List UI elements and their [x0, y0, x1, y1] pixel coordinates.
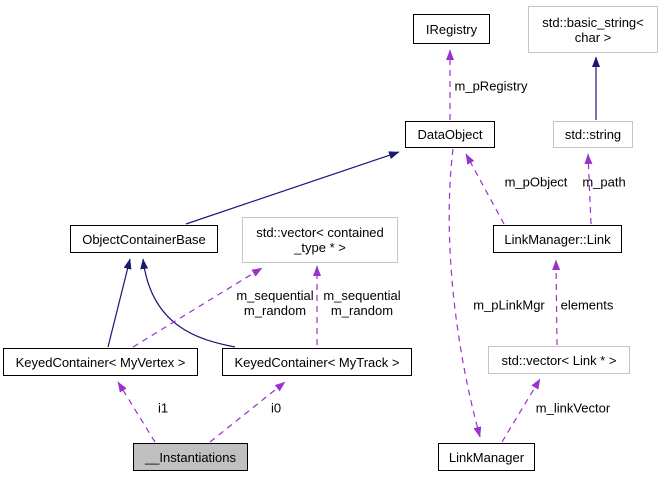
edge-objectcontainerbase-to-dataobject — [185, 151, 400, 225]
edge-label-sequential-random-left: m_sequential m_random — [236, 288, 314, 318]
node-std-string: std::string — [553, 121, 633, 148]
edge-myvertex-to-objectcontainerbase — [107, 258, 132, 348]
edge-label-i0: i0 — [270, 400, 282, 416]
node-keyedcontainer-mytrack[interactable]: KeyedContainer< MyTrack > — [222, 348, 412, 376]
edge-mytrack-to-objectcontainerbase — [140, 258, 236, 348]
edge-m-linkvector — [501, 378, 541, 443]
edge-label-i1: i1 — [157, 400, 169, 416]
node-vector-contained-type: std::vector< contained _type * > — [242, 217, 398, 263]
node-keyedcontainer-myvertex[interactable]: KeyedContainer< MyVertex > — [3, 348, 198, 376]
node-dataobject[interactable]: DataObject — [405, 121, 495, 148]
edge-m-plinkmgr — [448, 148, 482, 438]
node-linkmanager[interactable]: LinkManager — [438, 443, 535, 471]
edge-elements — [552, 259, 561, 346]
edge-label-elements: elements — [560, 297, 614, 313]
edge-m-pobject — [465, 153, 505, 225]
edge-label-m-path: m_path — [582, 174, 626, 190]
node-vector-link: std::vector< Link * > — [488, 346, 630, 374]
node-objectcontainerbase[interactable]: ObjectContainerBase — [70, 225, 218, 253]
edge-label-m-plinkmgr: m_pLinkMgr — [473, 297, 545, 313]
edge-label-m-pobject: m_pObject — [504, 174, 568, 190]
edge-label-m-linkvector: m_linkVector — [535, 400, 611, 416]
edge-label-sequential-random-right: m_sequential m_random — [323, 288, 401, 318]
edge-i1 — [117, 381, 156, 443]
edge-myvertex-to-vector-contained — [132, 267, 263, 348]
node-iregistry[interactable]: IRegistry — [413, 14, 490, 44]
node-linkmanager-link[interactable]: LinkManager::Link — [493, 225, 622, 253]
edge-m-path — [584, 153, 593, 225]
edge-i0 — [209, 381, 286, 443]
edge-label-m-pregistry: m_pRegistry — [454, 78, 528, 94]
node-instantiations: __Instantiations — [133, 443, 248, 471]
node-basic-string: std::basic_string< char > — [528, 6, 658, 53]
